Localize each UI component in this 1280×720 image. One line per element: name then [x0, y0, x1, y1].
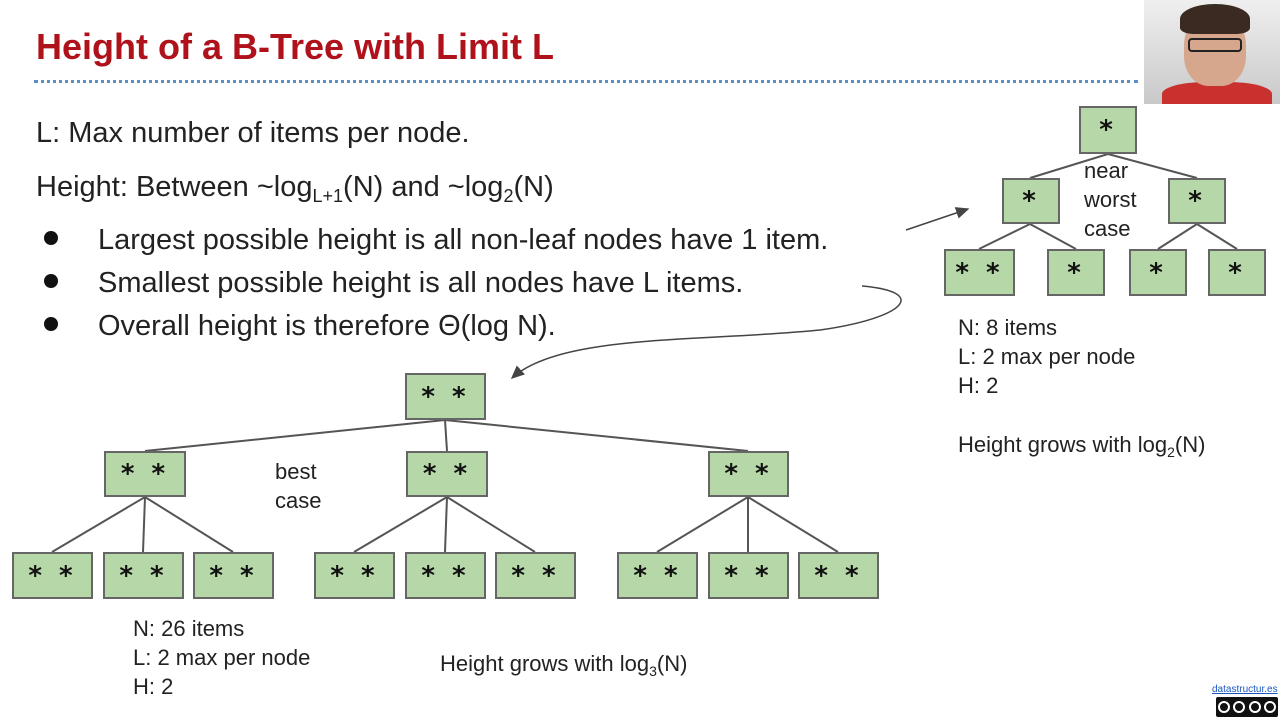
presenter-glasses — [1188, 38, 1242, 52]
best-leaf-node: * * — [314, 552, 395, 599]
height-prefix: Height: Between ~log — [36, 171, 313, 203]
by-icon — [1233, 701, 1246, 713]
cc-icon — [1217, 701, 1230, 713]
best-leaf-node: * * — [12, 552, 93, 599]
bullet-text: Smallest possible height is all nodes ha… — [98, 267, 744, 299]
height-range-line: Height: Between ~logL+1(N) and ~log2(N) — [36, 171, 554, 206]
best-leaf-node: * * — [617, 552, 698, 599]
growth-prefix: Height grows with log — [958, 432, 1168, 457]
worst-leaf-node: * — [1047, 249, 1105, 296]
bullet-dot-icon — [44, 317, 58, 332]
worst-tree-stats: N: 8 items L: 2 max per node H: 2 — [958, 313, 1135, 400]
best-internal-node: * * — [406, 451, 488, 497]
best-case-label: best case — [275, 457, 321, 515]
case-label-line: best — [275, 459, 317, 484]
worst-case-label: near worst case — [1084, 156, 1137, 243]
bullet-dot-icon — [44, 274, 58, 289]
bullet-dot-icon — [44, 231, 58, 246]
best-leaf-node: * * — [193, 552, 274, 599]
case-label-line: near — [1084, 158, 1129, 183]
sa-icon — [1264, 701, 1277, 713]
arrow-to-worst-tree — [905, 207, 970, 231]
creative-commons-badge-icon — [1216, 697, 1278, 717]
bullet-text: Overall height is therefore Θ(log N). — [98, 310, 556, 342]
presenter-shirt — [1162, 82, 1272, 104]
best-internal-node: * * — [104, 451, 186, 497]
webcam-video — [1144, 0, 1280, 104]
height-mid: (N) and ~log — [343, 171, 504, 203]
growth-prefix: Height grows with log — [440, 651, 650, 676]
growth-log-base: 2 — [1167, 444, 1175, 460]
worst-leaf-node: * — [1208, 249, 1266, 296]
case-label-line: worst — [1084, 187, 1137, 212]
worst-internal-node: * — [1002, 178, 1060, 224]
stat-height: H: 2 — [958, 373, 999, 398]
best-internal-node: * * — [708, 451, 789, 497]
best-root-node: * * — [405, 373, 486, 420]
log-base-l-plus-1: L+1 — [312, 186, 344, 206]
definition-line: L: Max number of items per node. — [36, 117, 470, 149]
best-leaf-node: * * — [103, 552, 184, 599]
worst-root-node: * — [1079, 106, 1137, 154]
presenter-hair — [1180, 4, 1250, 34]
stat-height: H: 2 — [133, 674, 174, 699]
stat-limit: L: 2 max per node — [958, 344, 1136, 369]
best-leaf-node: * * — [495, 552, 576, 599]
site-link[interactable]: datastructur.es — [1212, 684, 1278, 695]
best-leaf-node: * * — [405, 552, 486, 599]
worst-leaf-node: * — [1129, 249, 1187, 296]
arrow-to-best-tree — [510, 285, 902, 380]
slide-title: Height of a B-Tree with Limit L — [36, 26, 555, 67]
height-suffix: (N) — [513, 171, 554, 203]
log-base-2: 2 — [503, 186, 514, 206]
bullet-item: Overall height is therefore Θ(log N). — [44, 310, 556, 343]
bullet-text: Largest possible height is all non-leaf … — [98, 224, 829, 256]
bullet-item: Largest possible height is all non-leaf … — [44, 224, 828, 257]
title-divider — [34, 80, 1138, 83]
growth-suffix: (N) — [1174, 432, 1206, 457]
worst-internal-node: * — [1168, 178, 1226, 224]
growth-suffix: (N) — [656, 651, 688, 676]
stat-limit: L: 2 max per node — [133, 645, 311, 670]
stat-items: N: 26 items — [133, 616, 245, 641]
best-leaf-node: * * — [798, 552, 879, 599]
stat-items: N: 8 items — [958, 315, 1058, 340]
worst-leaf-node: * * — [944, 249, 1015, 296]
case-label-line: case — [275, 488, 322, 513]
best-growth-note: Height grows with log3(N) — [440, 649, 687, 678]
growth-log-base: 3 — [649, 663, 657, 679]
bullet-item: Smallest possible height is all nodes ha… — [44, 267, 743, 300]
nc-icon — [1248, 701, 1261, 713]
best-leaf-node: * * — [708, 552, 789, 599]
case-label-line: case — [1084, 216, 1131, 241]
best-tree-stats: N: 26 items L: 2 max per node H: 2 — [133, 614, 310, 701]
worst-growth-note: Height grows with log2(N) — [958, 430, 1205, 459]
